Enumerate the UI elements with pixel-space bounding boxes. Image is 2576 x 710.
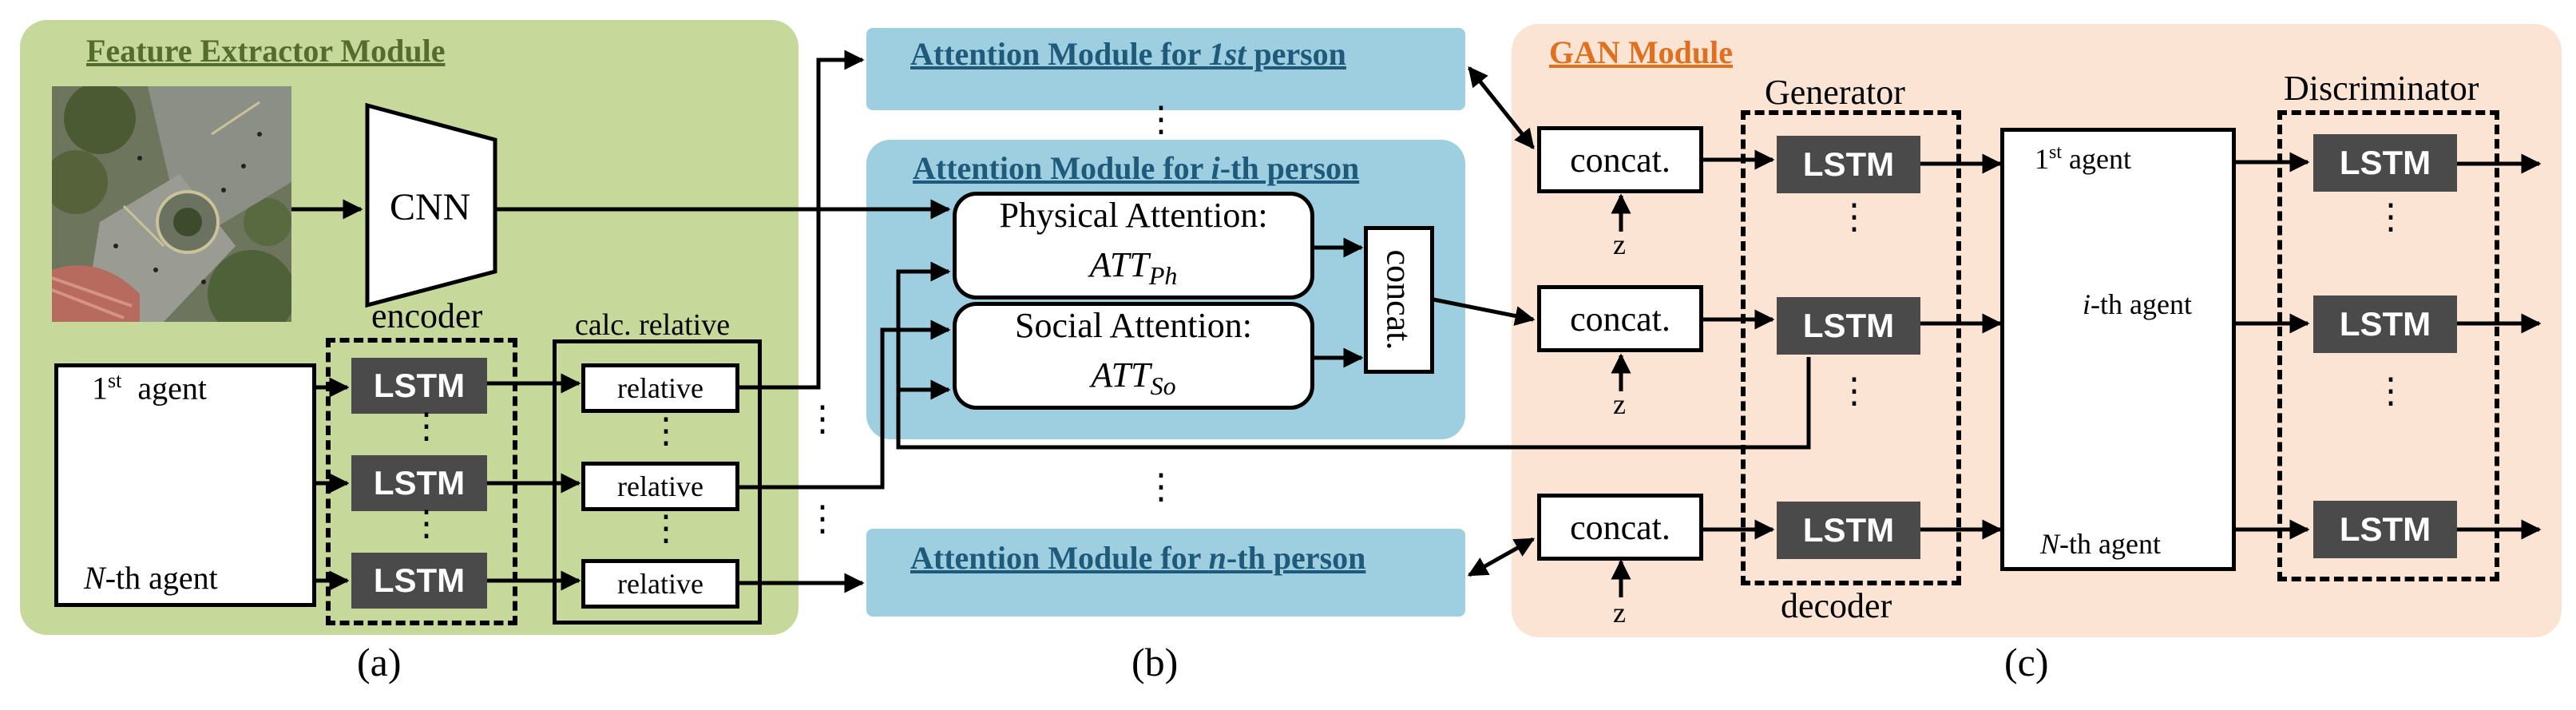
calc-relative-label: calc. relative bbox=[575, 308, 731, 342]
encoder-dots-2: ⋮ bbox=[409, 504, 444, 543]
decoder-label: decoder bbox=[1781, 586, 1892, 625]
relative-dots-1: ⋮ bbox=[648, 411, 684, 450]
attention-ith-title: Attention Module for i-th person bbox=[913, 150, 1360, 186]
discriminator-lstm-1: LSTM bbox=[2313, 134, 2457, 192]
calc-relative-box bbox=[553, 339, 762, 625]
gan-nth-agent-label: N-th agent bbox=[2040, 528, 2161, 560]
attention-1st-title: Attention Module for 1st person bbox=[910, 36, 1346, 72]
discriminator-lstm-2: LSTM bbox=[2313, 296, 2457, 353]
inter-panel-dots-2: ⋮ bbox=[805, 499, 840, 538]
generator-dashed-box bbox=[1741, 110, 1961, 585]
social-attention-box: Social Attention: ATTSo bbox=[953, 302, 1314, 410]
gan-concat-3: concat. bbox=[1537, 494, 1703, 561]
caption-c: (c) bbox=[2004, 640, 2049, 684]
attention-nth-title: Attention Module for n-th person bbox=[910, 540, 1366, 576]
discriminator-dots-2: ⋮ bbox=[2373, 371, 2408, 411]
cnn-trapezoid bbox=[365, 102, 497, 308]
first-agent-label: 1st agent bbox=[92, 369, 207, 407]
z-label-1: z bbox=[1613, 228, 1626, 260]
caption-a: (a) bbox=[357, 640, 402, 684]
nth-agent-label: N-th agent bbox=[84, 560, 218, 596]
gan-ith-agent-label: i-th agent bbox=[2083, 288, 2192, 320]
predicted-trajectories-box bbox=[2000, 128, 2236, 571]
physical-attention-label: Physical Attention: bbox=[999, 196, 1268, 236]
relative-box-3: relative bbox=[581, 559, 739, 609]
aerial-scene-image bbox=[52, 86, 291, 322]
social-attention-label: Social Attention: bbox=[1015, 306, 1252, 346]
physical-attention-math: ATTPh bbox=[1089, 245, 1178, 290]
physical-attention-box: Physical Attention: ATTPh bbox=[953, 192, 1314, 299]
caption-b: (b) bbox=[1131, 640, 1179, 684]
generator-label: Generator bbox=[1765, 73, 1905, 112]
encoder-lstm-2: LSTM bbox=[351, 455, 487, 511]
gan-concat-2: concat. bbox=[1537, 285, 1703, 352]
relative-box-1: relative bbox=[581, 363, 739, 413]
social-attention-math: ATTSo bbox=[1091, 355, 1176, 400]
generator-lstm-2: LSTM bbox=[1777, 297, 1920, 355]
encoder-lstm-1: LSTM bbox=[351, 358, 487, 414]
agent-trajectory-box bbox=[54, 363, 316, 607]
attention-concat-box: concat. bbox=[1364, 226, 1434, 374]
cnn-label: CNN bbox=[390, 186, 471, 228]
attention-dots-bottom: ⋮ bbox=[1143, 467, 1179, 506]
gan-concat-1: concat. bbox=[1537, 126, 1703, 193]
relative-dots-2: ⋮ bbox=[648, 509, 684, 548]
gan-first-agent-label: 1st agent bbox=[2035, 142, 2131, 175]
discriminator-dots-1: ⋮ bbox=[2373, 197, 2408, 236]
encoder-dashed-box bbox=[326, 338, 517, 625]
encoder-label: encoder bbox=[371, 296, 483, 335]
discriminator-dashed-box bbox=[2277, 110, 2499, 581]
generator-lstm-3: LSTM bbox=[1777, 502, 1920, 559]
generator-dots-2: ⋮ bbox=[1837, 371, 1872, 411]
generator-dots-1: ⋮ bbox=[1837, 197, 1872, 236]
encoder-lstm-3: LSTM bbox=[351, 553, 487, 609]
attention-module-1st bbox=[866, 28, 1465, 110]
inter-panel-dots-1: ⋮ bbox=[805, 399, 840, 438]
discriminator-label: Discriminator bbox=[2284, 69, 2479, 108]
gan-module-title: GAN Module bbox=[1549, 34, 1733, 70]
z-label-2: z bbox=[1613, 388, 1626, 420]
attention-dots-top: ⋮ bbox=[1143, 100, 1179, 139]
discriminator-lstm-3: LSTM bbox=[2313, 501, 2457, 558]
generator-lstm-1: LSTM bbox=[1777, 136, 1920, 193]
encoder-dots-1: ⋮ bbox=[409, 407, 444, 446]
panel-a-title: Feature Extractor Module bbox=[86, 33, 446, 69]
z-label-3: z bbox=[1613, 597, 1626, 629]
attention-module-nth bbox=[866, 529, 1465, 617]
relative-box-2: relative bbox=[581, 462, 739, 511]
